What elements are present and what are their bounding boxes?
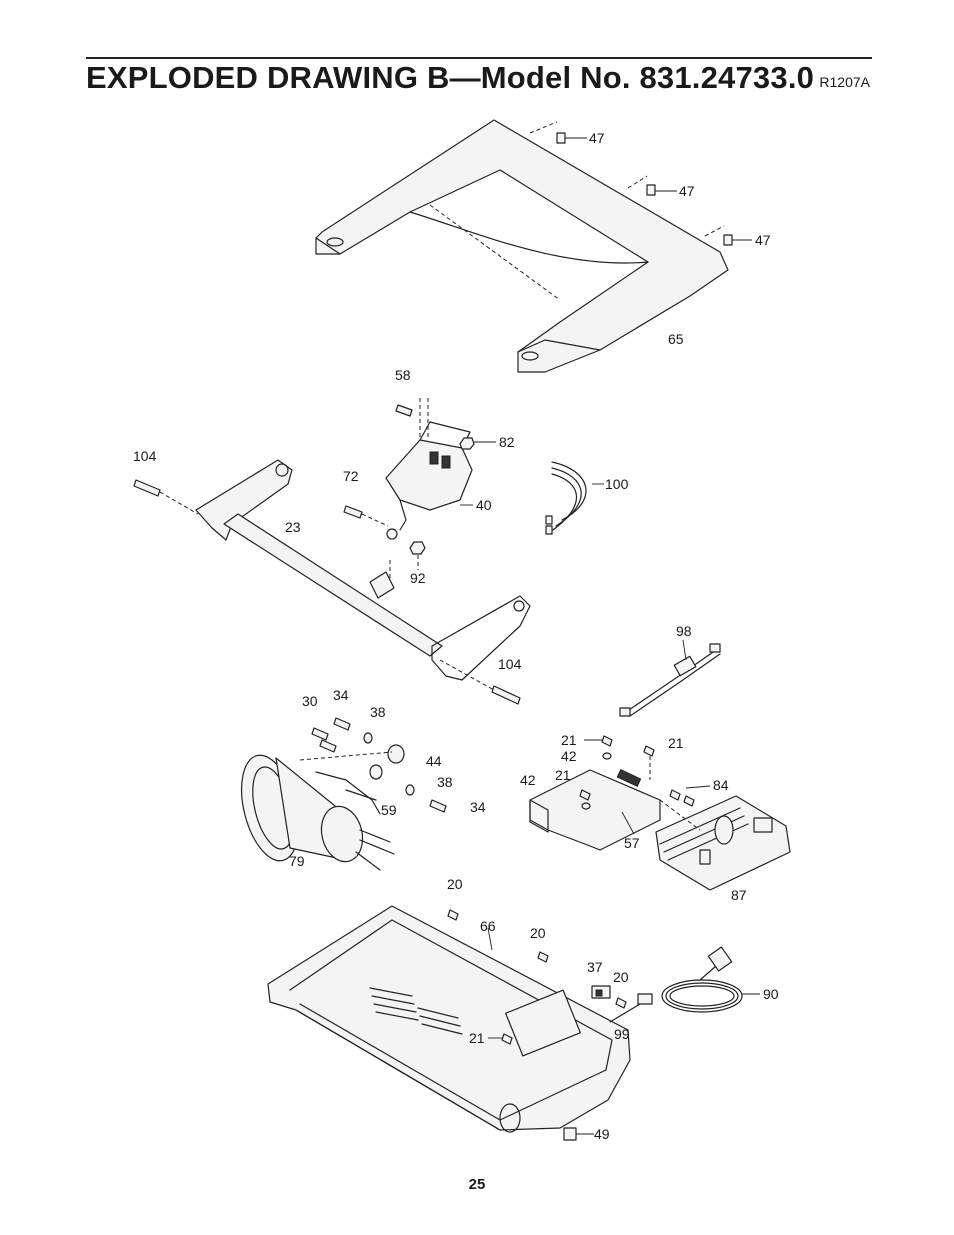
callout-66: 66 (480, 918, 496, 934)
callout-65: 65 (668, 331, 684, 347)
part-47-clip-2 (627, 175, 677, 196)
part-20-screw-b (537, 951, 549, 963)
part-34-bolt-2 (429, 799, 447, 813)
callout-104: 104 (133, 448, 157, 464)
callout-87: 87 (731, 887, 747, 903)
callout-42: 42 (561, 748, 577, 764)
callout-23: 23 (285, 519, 301, 535)
callout-34: 34 (333, 687, 349, 703)
callout-38: 38 (437, 774, 453, 790)
part-90-power-cord (609, 946, 760, 1023)
callout-44: 44 (426, 753, 442, 769)
part-98-wire-assembly (619, 639, 721, 717)
callout-47: 47 (755, 232, 771, 248)
callout-99: 99 (614, 1026, 630, 1042)
callout-42: 42 (520, 772, 536, 788)
part-99-strain-relief (637, 993, 653, 1005)
callout-72: 72 (343, 468, 359, 484)
part-58-bolt (395, 398, 429, 440)
callout-104: 104 (498, 656, 522, 672)
callout-90: 90 (763, 986, 779, 1002)
callout-21: 21 (555, 767, 571, 783)
callout-38: 38 (370, 704, 386, 720)
page-number: 25 (468, 1176, 486, 1193)
part-21-screw-d (488, 1033, 513, 1045)
part-104-bolt-2 (439, 659, 521, 705)
page-title: EXPLODED DRAWING B—Model No. 831.24733.0 (86, 60, 815, 95)
header-rule (86, 57, 872, 59)
callout-20: 20 (613, 969, 629, 985)
callout-20: 20 (447, 876, 463, 892)
part-21-screw-c (579, 789, 591, 801)
part-20-screw-c (615, 997, 627, 1009)
part-47-clip-3 (704, 225, 752, 246)
part-23-incline-frame (195, 459, 531, 681)
part-21-screw-a (584, 735, 613, 747)
part-42-washer-a (602, 752, 612, 760)
callout-100: 100 (605, 476, 629, 492)
callout-21: 21 (561, 732, 577, 748)
part-59-bracket (345, 789, 377, 801)
callout-20: 20 (530, 925, 546, 941)
part-42-washer-b (581, 802, 591, 810)
callout-49: 49 (594, 1126, 610, 1142)
part-84-screw (659, 785, 711, 831)
part-49-foot (563, 1127, 594, 1141)
callout-30: 30 (302, 693, 318, 709)
callout-47: 47 (679, 183, 695, 199)
callout-98: 98 (676, 623, 692, 639)
part-66-hood-base (267, 905, 631, 1133)
part-44-spacer (299, 744, 405, 780)
part-100-wire-harness (545, 461, 604, 535)
callout-labels: 47 47 47 65 58 82 104 72 40 100 23 92 10… (133, 130, 779, 1142)
part-21-screw-b (643, 745, 655, 780)
callout-58: 58 (395, 367, 411, 383)
callout-21: 21 (469, 1030, 485, 1046)
callout-47: 47 (589, 130, 605, 146)
part-57-controller-bracket (529, 769, 661, 851)
callout-34: 34 (470, 799, 486, 815)
part-20-screw-a (447, 909, 459, 921)
part-34-bolt-1 (333, 717, 351, 731)
callout-84: 84 (713, 777, 729, 793)
part-82-nut (459, 437, 496, 450)
part-92-nut (409, 541, 426, 570)
part-79-drive-motor (240, 754, 395, 871)
callout-40: 40 (476, 497, 492, 513)
part-47-clip-1 (529, 121, 587, 144)
part-40-incline-motor (385, 421, 473, 540)
part-72-bolt (343, 505, 389, 527)
part-104-bolt-1 (133, 479, 199, 515)
callout-82: 82 (499, 434, 515, 450)
callout-59: 59 (381, 802, 397, 818)
part-30-screw (311, 727, 337, 753)
callout-57: 57 (624, 835, 640, 851)
callout-21: 21 (668, 735, 684, 751)
callout-79: 79 (289, 853, 305, 869)
callout-37: 37 (587, 959, 603, 975)
part-37-circuit-breaker (591, 985, 611, 999)
part-65-hood (315, 119, 729, 373)
part-87-controller (655, 795, 791, 891)
callout-92: 92 (410, 570, 426, 586)
drawing-reference-code: R1207A (819, 74, 870, 90)
part-38-washer-1 (363, 732, 373, 744)
part-38-washer-2 (405, 784, 415, 796)
